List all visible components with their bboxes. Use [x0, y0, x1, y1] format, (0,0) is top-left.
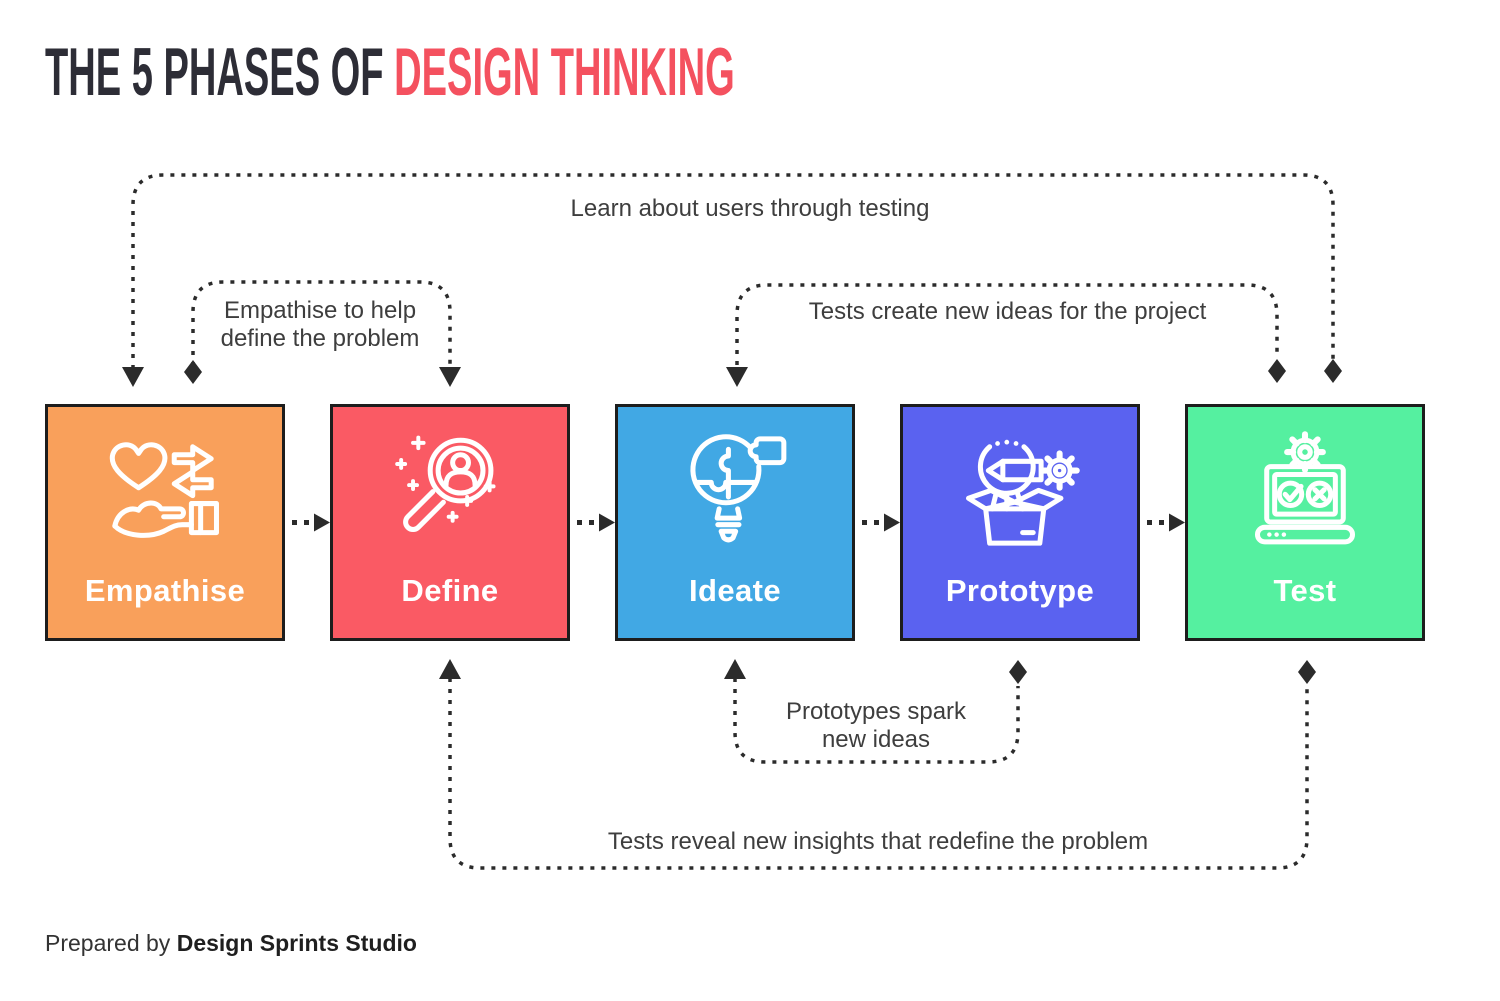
phase-box-ideate: Ideate — [615, 404, 855, 641]
phase-box-empathise: Empathise — [45, 404, 285, 641]
footer-studio-name: Design Sprints Studio — [176, 930, 417, 956]
annotation-prototypes-spark-line2: new ideas — [821, 726, 931, 753]
box-bulb-pencil-gear-icon — [954, 427, 1086, 559]
connector-arrow-4 — [1169, 513, 1185, 532]
connector-arrow-2 — [599, 513, 615, 532]
annotation-empathise-define: Empathise to help define the problem — [205, 297, 435, 353]
annotation-prototypes-spark-line1: Prototypes spark — [785, 698, 967, 725]
arrowhead-up-ideate — [724, 659, 746, 679]
title-highlight: DESIGN THINKING — [394, 34, 735, 110]
annotation-tests-redefine: Tests reveal new insights that redefine … — [607, 828, 1149, 855]
footer-credit: Prepared by Design Sprints Studio — [45, 930, 417, 957]
arrowhead-down-empathise — [122, 367, 144, 387]
diamond-origin-test-outer — [1324, 359, 1342, 383]
phase-box-test: Test — [1185, 404, 1425, 641]
diamond-origin-empathise — [184, 360, 202, 384]
title-prefix: THE 5 PHASES OF — [45, 34, 395, 110]
phase-label-define: Define — [401, 573, 499, 608]
diamond-origin-test-bottom — [1298, 660, 1316, 684]
page-title: THE 5 PHASES OF DESIGN THINKING — [45, 38, 735, 106]
phase-box-define: Define — [330, 404, 570, 641]
hand-heart-exchange-icon — [99, 427, 231, 559]
puzzle-bulb-icon — [669, 427, 801, 559]
phase-label-prototype: Prototype — [945, 573, 1095, 608]
phase-label-ideate: Ideate — [689, 573, 781, 608]
annotation-empathise-define-line1: Empathise to help — [223, 297, 417, 324]
footer-prefix: Prepared by — [45, 930, 177, 956]
phase-label-test: Test — [1273, 573, 1337, 608]
annotation-learn-testing: Learn about users through testing — [570, 195, 930, 222]
arrowhead-down-define — [439, 367, 461, 387]
phase-label-empathise: Empathise — [84, 573, 246, 608]
annotation-tests-create-ideas: Tests create new ideas for the project — [808, 298, 1207, 325]
laptop-check-gear-icon — [1239, 427, 1371, 559]
annotation-empathise-define-line2: define the problem — [220, 325, 420, 352]
annotation-prototypes-spark: Prototypes spark new ideas — [760, 698, 992, 754]
diamond-origin-test-inner — [1268, 359, 1286, 383]
connector-arrow-1 — [314, 513, 330, 532]
diamond-origin-prototype — [1009, 660, 1027, 684]
magnifier-user-icon — [384, 427, 516, 559]
arrowhead-up-define — [439, 659, 461, 679]
connector-arrow-3 — [884, 513, 900, 532]
phase-box-prototype: Prototype — [900, 404, 1140, 641]
arrowhead-down-ideate — [726, 367, 748, 387]
